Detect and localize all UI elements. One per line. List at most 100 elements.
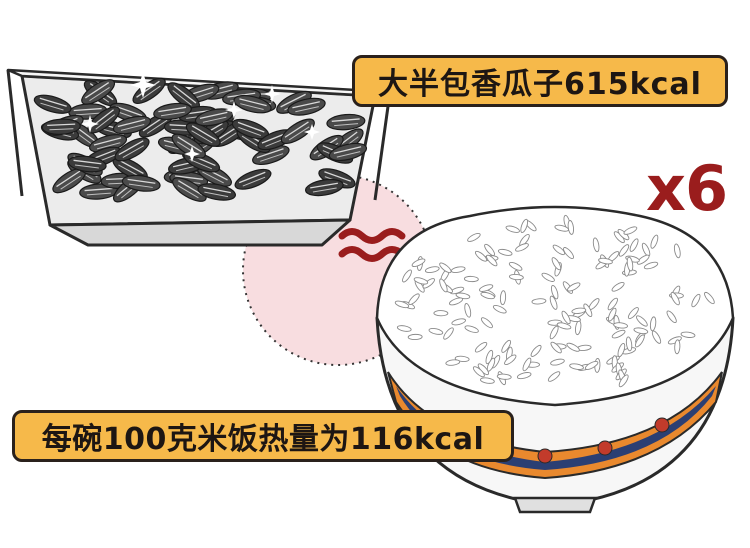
- seed: [52, 167, 87, 194]
- rice-grain: [531, 298, 547, 305]
- rice-grain: [569, 363, 584, 370]
- rice-grain: [464, 303, 472, 318]
- seed: [194, 108, 234, 127]
- rice-grain: [505, 225, 520, 233]
- rice-grain: [467, 232, 481, 242]
- rice-grain: [408, 293, 420, 305]
- rice-grain: [501, 339, 512, 353]
- rice-grain: [643, 261, 659, 270]
- rice-grain: [629, 238, 639, 252]
- rice-grain: [673, 243, 681, 259]
- seed: [304, 178, 344, 197]
- seed: [114, 137, 150, 162]
- rice-grain: [484, 243, 495, 256]
- approx-equal-icon: [338, 228, 406, 262]
- rice-grain: [607, 297, 618, 311]
- rice-grain: [550, 341, 562, 354]
- seed: [233, 94, 272, 114]
- rice-grain: [547, 371, 561, 382]
- rice-grain: [598, 257, 613, 265]
- rice-bowl-icon: [375, 205, 735, 514]
- rice-grain: [450, 266, 466, 274]
- rice-grain: [433, 310, 449, 317]
- rice-grain: [627, 307, 639, 320]
- rice-grain: [691, 293, 701, 308]
- rice-grain: [407, 333, 423, 341]
- rice-grain: [611, 329, 626, 339]
- rice-grain: [623, 226, 638, 235]
- sparkle-icons: [81, 72, 320, 162]
- rice-calorie-label: 每碗100克米饭热量为116kcal: [12, 410, 514, 462]
- seed: [153, 102, 192, 120]
- rice-grain: [520, 218, 529, 234]
- rice-grain: [633, 327, 649, 335]
- rice-grain: [571, 307, 587, 314]
- rice-grain: [592, 237, 600, 253]
- rice-grain: [650, 234, 659, 249]
- rice-grain: [508, 273, 524, 281]
- seed: [280, 118, 315, 145]
- seed: [328, 142, 368, 162]
- rice-grain: [613, 322, 629, 329]
- seed: [185, 122, 221, 147]
- rice-grain: [567, 282, 581, 292]
- rice-grain: [480, 317, 493, 329]
- rice-grain: [584, 360, 599, 370]
- rice-grain: [508, 261, 523, 271]
- rice-grain: [504, 354, 517, 366]
- rice-grain: [474, 341, 488, 353]
- rice-grain: [439, 262, 452, 274]
- rice-grain: [496, 373, 512, 380]
- rice-grain: [451, 318, 466, 326]
- rice-grain: [636, 254, 650, 265]
- rice-grain: [617, 342, 626, 358]
- rice-grain: [464, 325, 479, 333]
- rice-grain: [607, 307, 617, 322]
- rice-grain: [561, 310, 571, 325]
- rice-grain: [549, 325, 559, 340]
- seed: [234, 168, 272, 190]
- rice-grain: [474, 250, 488, 262]
- rice-grain: [486, 254, 498, 267]
- rice-grain: [497, 248, 513, 256]
- rice-grain: [649, 316, 657, 332]
- rice-grain: [428, 327, 444, 335]
- rice-grain: [396, 325, 412, 332]
- seed-calorie-label: 大半包香瓜子615kcal: [352, 55, 728, 107]
- seed: [81, 79, 116, 105]
- seed: [132, 77, 166, 105]
- rice-grain: [611, 281, 625, 292]
- rice-grain: [448, 297, 464, 306]
- rice-grain: [479, 284, 494, 292]
- seed: [197, 183, 237, 201]
- rice-grain: [556, 322, 572, 330]
- rice-grain: [635, 334, 645, 348]
- rice-grain: [563, 247, 574, 260]
- seed: [326, 113, 366, 131]
- rice-grain: [516, 372, 532, 380]
- seed: [171, 133, 206, 159]
- rice-grain: [554, 224, 570, 232]
- rice-grain: [445, 359, 461, 366]
- rice-grain: [499, 290, 507, 306]
- rice-grain: [472, 366, 485, 378]
- rice-grain: [480, 291, 495, 300]
- seed: [67, 155, 107, 173]
- seed-dish-icon: [6, 68, 392, 247]
- rice-grain: [541, 272, 555, 282]
- seed: [41, 118, 81, 135]
- rice-grain: [552, 244, 566, 256]
- rice-grain: [626, 256, 634, 272]
- rice-grain: [680, 331, 696, 338]
- rice-grain: [704, 291, 715, 305]
- rice-grain: [625, 336, 633, 352]
- rice-grain: [480, 377, 495, 384]
- seed: [33, 94, 72, 114]
- rice-grain: [670, 291, 680, 306]
- rice-grain: [439, 278, 448, 293]
- rice-grain: [618, 374, 629, 388]
- seed: [167, 82, 200, 110]
- rice-grain: [394, 300, 410, 309]
- rice-grain: [550, 284, 559, 300]
- rice-grain: [674, 339, 681, 355]
